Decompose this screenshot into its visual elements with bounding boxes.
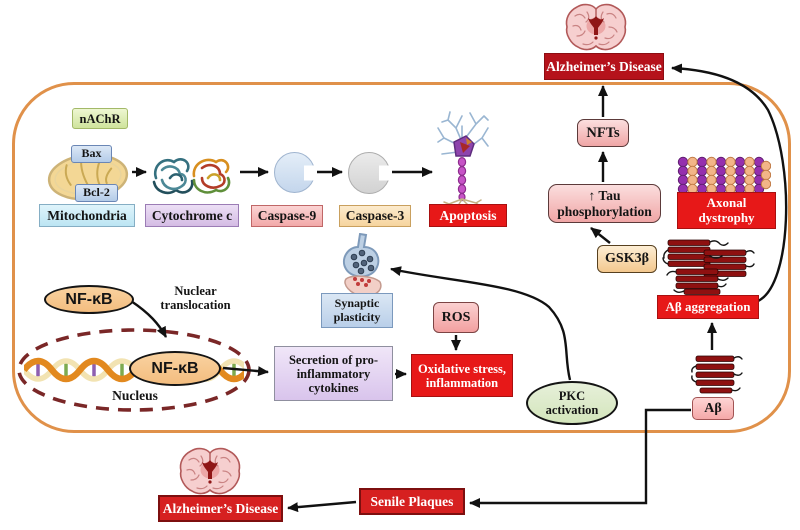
abeta-box: Aβ <box>692 397 734 420</box>
tau-phosphorylation-box: ↑ Tau phosphorylation <box>548 184 661 223</box>
caspase3-enzyme-shape <box>348 152 392 194</box>
alzheimers-disease-label-top: Alzheimer’s Disease <box>544 53 664 80</box>
gsk3b-box: GSK3β <box>597 245 657 273</box>
brain-icon <box>179 447 241 495</box>
nucleus-caption: Nucleus <box>112 388 158 403</box>
brain-icon <box>565 3 627 51</box>
nfkb-cytoplasm-ellipse: NF-κB <box>44 285 134 314</box>
caspase3-label: Caspase-3 <box>339 205 411 227</box>
oxidative-stress-box: Oxidative stress, inflammation <box>411 354 513 397</box>
mitochondria-label: Mitochondria <box>39 204 135 227</box>
nfts-box: NFTs <box>577 119 629 147</box>
nuclear-translocation-caption: Nuclear translocation <box>160 284 231 313</box>
amyloid-fibril-illustration <box>691 355 743 394</box>
amyloid-aggregate-illustration <box>662 239 755 295</box>
nfkb-nucleus-ellipse: NF-κB <box>129 351 221 386</box>
secretion-cytokines-box: Secretion of pro- inflammatory cytokines <box>274 346 393 401</box>
axonal-dystrophy-box: Axonal dystrophy <box>677 192 776 229</box>
pkc-activation-ellipse: PKC activation <box>526 381 618 425</box>
cell-membrane-outline <box>12 82 791 433</box>
microtubule-illustration <box>677 156 771 194</box>
abeta-aggregation-box: Aβ aggregation <box>657 295 759 319</box>
senile-plaques-label: Senile Plaques <box>359 488 465 515</box>
caspase9-label: Caspase-9 <box>251 205 323 227</box>
apoptosis-label: Apoptosis <box>429 204 507 227</box>
bax-label: Bax <box>71 145 112 163</box>
alzheimers-disease-label-bottom: Alzheimer’s Disease <box>158 495 283 522</box>
nachr-label: nAChR <box>72 108 128 129</box>
caspase9-enzyme-shape <box>274 152 317 193</box>
bcl2-label: Bcl-2 <box>75 184 118 202</box>
ros-box: ROS <box>433 302 479 333</box>
cytochrome-c-label: Cytochrome c <box>145 204 239 227</box>
cytochrome-c-illustration <box>152 158 231 195</box>
apoptotic-neuron-illustration <box>437 111 489 206</box>
synapse-illustration <box>342 233 382 298</box>
synaptic-plasticity-box: Synaptic plasticity <box>321 293 393 328</box>
